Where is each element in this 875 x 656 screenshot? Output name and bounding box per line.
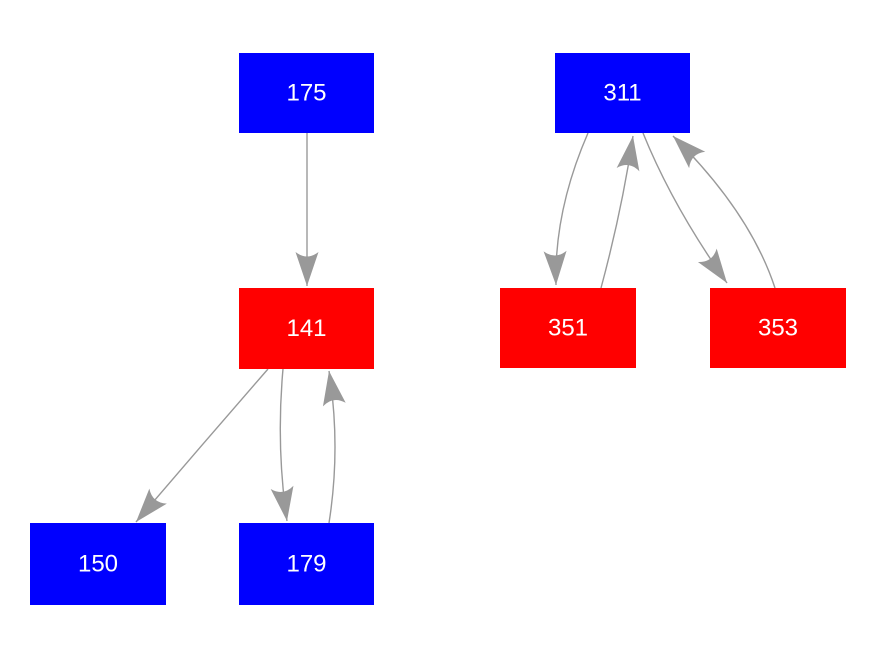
arrowhead-141-to-150 bbox=[136, 488, 167, 522]
node-label-150: 150 bbox=[78, 551, 118, 578]
arrowhead-351-to-311 bbox=[616, 136, 640, 172]
arrowhead-141-to-179 bbox=[270, 485, 294, 521]
node-label-351: 351 bbox=[548, 315, 588, 342]
node-label-179: 179 bbox=[286, 551, 326, 578]
arrowhead-311-to-351 bbox=[543, 250, 567, 285]
graph-node-141: 141 bbox=[239, 288, 374, 369]
node-box-351 bbox=[500, 288, 636, 368]
graph-node-353: 353 bbox=[710, 288, 846, 368]
node-label-175: 175 bbox=[286, 80, 326, 107]
node-box-141 bbox=[239, 288, 374, 369]
node-box-179 bbox=[239, 523, 374, 605]
arrowhead-353-to-311 bbox=[673, 136, 706, 169]
graph-node-150: 150 bbox=[30, 523, 166, 605]
node-label-353: 353 bbox=[758, 315, 798, 342]
graph-node-311: 311 bbox=[555, 53, 690, 133]
node-box-353 bbox=[710, 288, 846, 368]
graph-node-179: 179 bbox=[239, 523, 374, 605]
arrowhead-179-to-141 bbox=[322, 371, 346, 407]
arrowhead-311-to-353 bbox=[697, 248, 727, 283]
node-label-311: 311 bbox=[603, 80, 641, 107]
node-box-175 bbox=[239, 53, 374, 133]
graph-node-351: 351 bbox=[500, 288, 636, 368]
edge-141-to-150 bbox=[135, 368, 269, 523]
node-box-311 bbox=[555, 53, 690, 133]
graph-node-175: 175 bbox=[239, 53, 374, 133]
node-box-150 bbox=[30, 523, 166, 605]
node-label-141: 141 bbox=[286, 315, 326, 342]
arrowhead-175-to-141 bbox=[295, 252, 319, 286]
